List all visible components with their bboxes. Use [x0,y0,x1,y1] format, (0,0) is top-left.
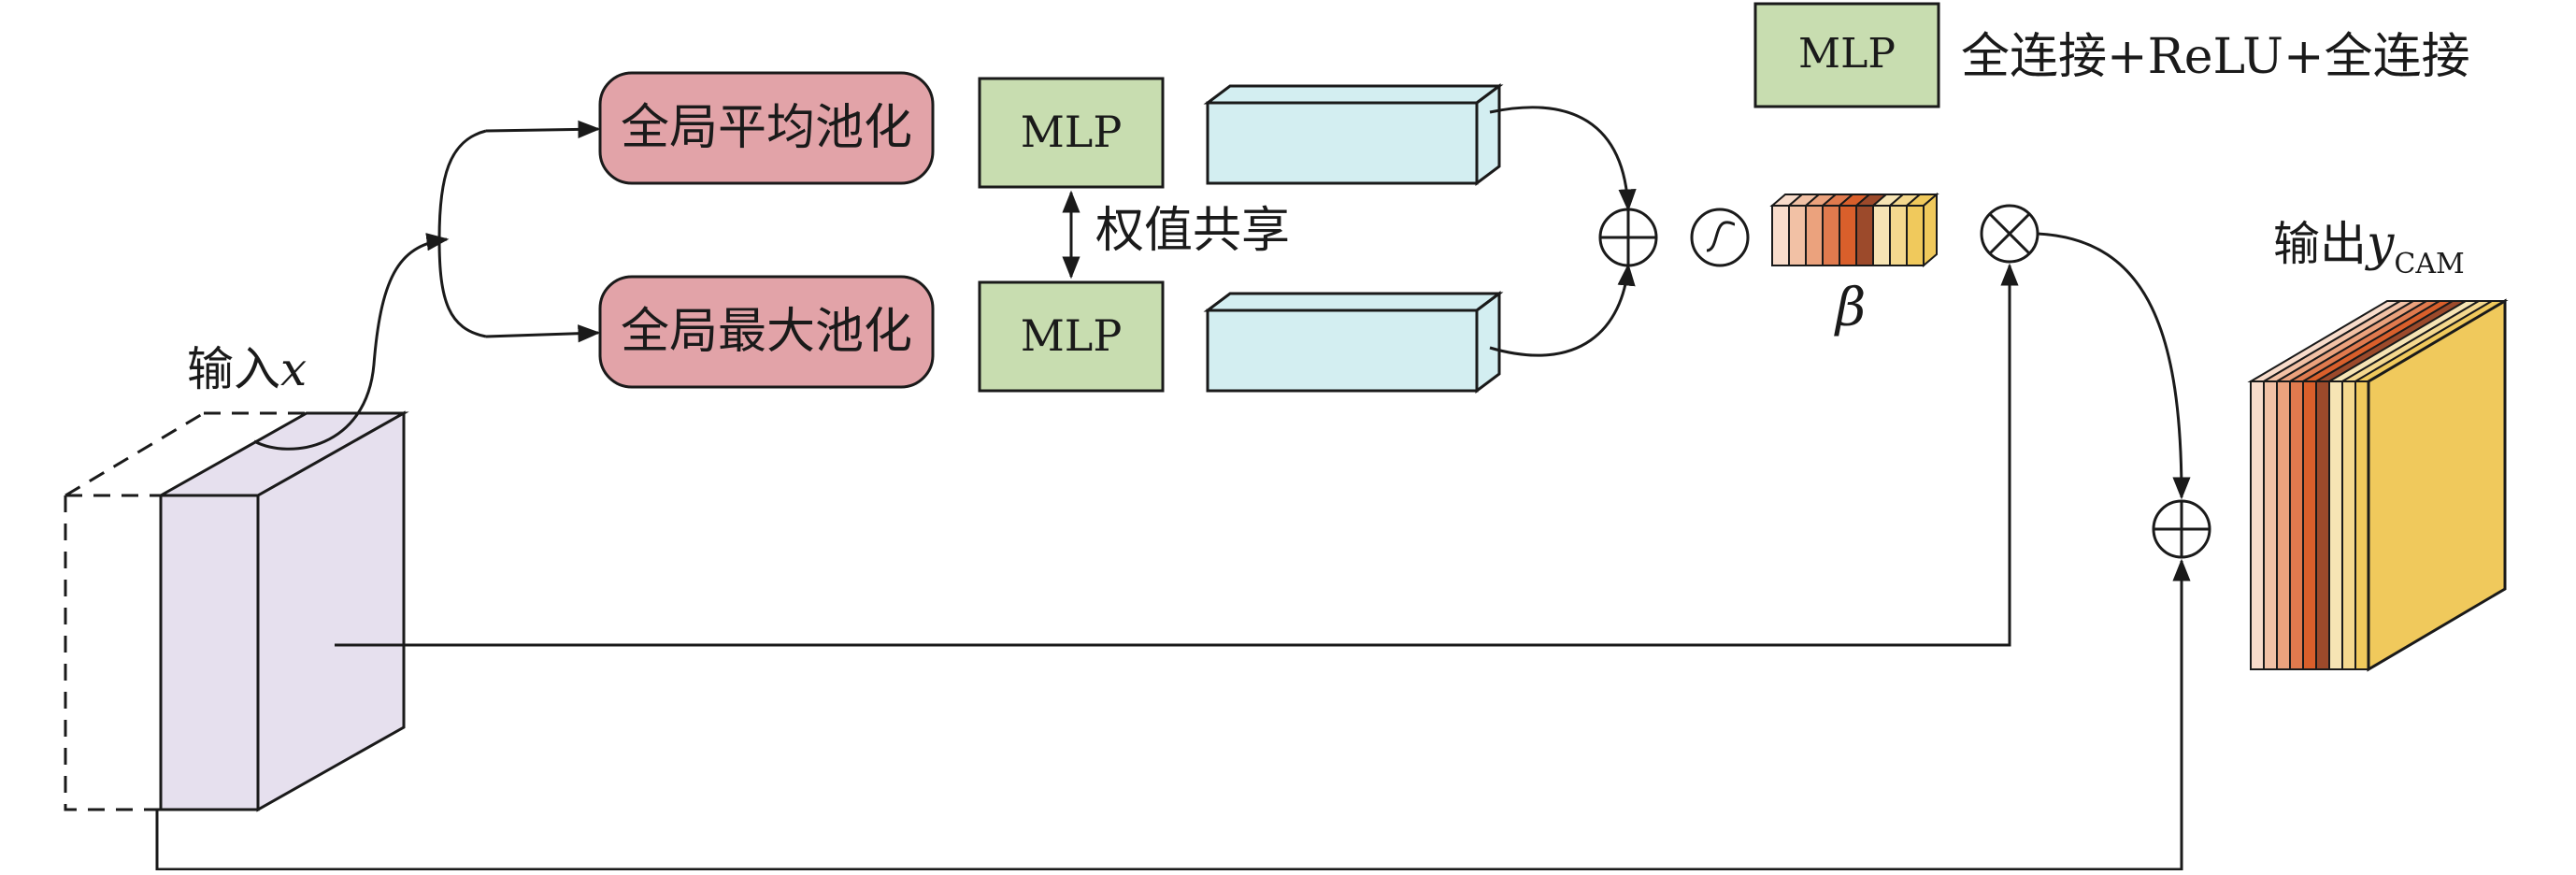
input-to-pool-connectors [253,120,601,451]
multiply-to-add-arrow [2037,232,2191,500]
feature-top-front-face [1206,101,1479,185]
legend-mlp-label: MLP [1798,30,1896,78]
plus-circle-icon [1598,208,1658,267]
weight-stripe [1839,205,1857,266]
feature-vector-bottom [1203,291,1504,394]
avg-pool-node: 全局平均池化 [598,71,935,185]
input-front-face [159,494,260,811]
weight-stripe [1872,205,1891,266]
legend: MLP 全连接+ReLU+全连接 [1753,2,2470,108]
mlp-top-box [978,77,1165,189]
weight-stripe [1889,205,1908,266]
max-pool-label: 全局最大池化 [621,304,912,360]
arrow-to-max-pool [485,324,601,343]
weight-stripe [1855,205,1874,266]
output-side-face [2367,298,2507,672]
mlp-bottom-label: MLP [1021,310,1123,361]
arrow-top-feature-to-sum [1489,106,1637,212]
output-stripe [2276,380,2291,670]
weight-stripe [1771,205,1790,266]
feature-vector-top [1203,83,1504,186]
output-stripe [2289,380,2304,670]
weight-stripe [1906,205,1925,266]
output-stripe [2341,380,2356,670]
arrow-to-avg-pool [485,120,601,138]
output-stripe [2263,380,2278,670]
mlp-bottom-box [978,280,1165,393]
split-bracket [437,129,487,338]
legend-mlp-box [1753,2,1940,108]
residual-plus-circle-icon [2152,499,2211,559]
residual-skip-arrow [155,558,2191,871]
weight-stripes [1769,192,1939,268]
output-stripe [2328,380,2343,670]
output-stripe [2354,380,2369,670]
mlp-top-node: MLP [978,77,1165,189]
feature-bottom-top-face [1203,292,1504,312]
avg-pool-box [598,71,935,185]
weight-stripe [1822,205,1840,266]
feature-top-top-face [1203,84,1504,105]
avg-pool-label: 全局平均池化 [621,100,912,156]
output-stripe [2315,380,2330,670]
legend-description: 全连接+ReLU+全连接 [1961,29,2470,85]
weight-sharing: 权值共享 [1062,190,1290,280]
output-stripe [2302,380,2317,670]
input-label: 输入x [187,342,307,396]
sigmoid-icon [1690,208,1750,267]
weight-stripe [1805,205,1824,266]
weight-stripe [1788,205,1807,266]
input-block: 输入x [64,342,409,812]
feature-top-side-face [1475,83,1501,186]
input-to-split-arrow [253,233,450,451]
times-circle-icon [1980,204,2039,264]
weight-stripe-side [1923,192,1938,268]
output-block: 输出yCAM [2247,216,2509,672]
input-to-multiply-arrow [335,263,2019,647]
feature-bottom-front-face [1206,308,1479,393]
mlp-top-label: MLP [1021,107,1123,157]
weight-vector: β [1769,192,1939,338]
mlp-bottom-node: MLP [978,280,1165,393]
output-stripe [2250,380,2265,670]
output-stripes [2247,298,2509,672]
input-dashed-edge [64,495,161,811]
max-pool-node: 全局最大池化 [598,275,935,389]
feature-bottom-side-face [1475,291,1501,394]
beta-label: β [1834,278,1866,338]
output-label: 输出yCAM [2273,216,2465,280]
weight-sharing-label: 权值共享 [1095,203,1290,259]
arrow-bottom-feature-to-sum [1489,263,1636,357]
max-pool-box [598,275,935,389]
